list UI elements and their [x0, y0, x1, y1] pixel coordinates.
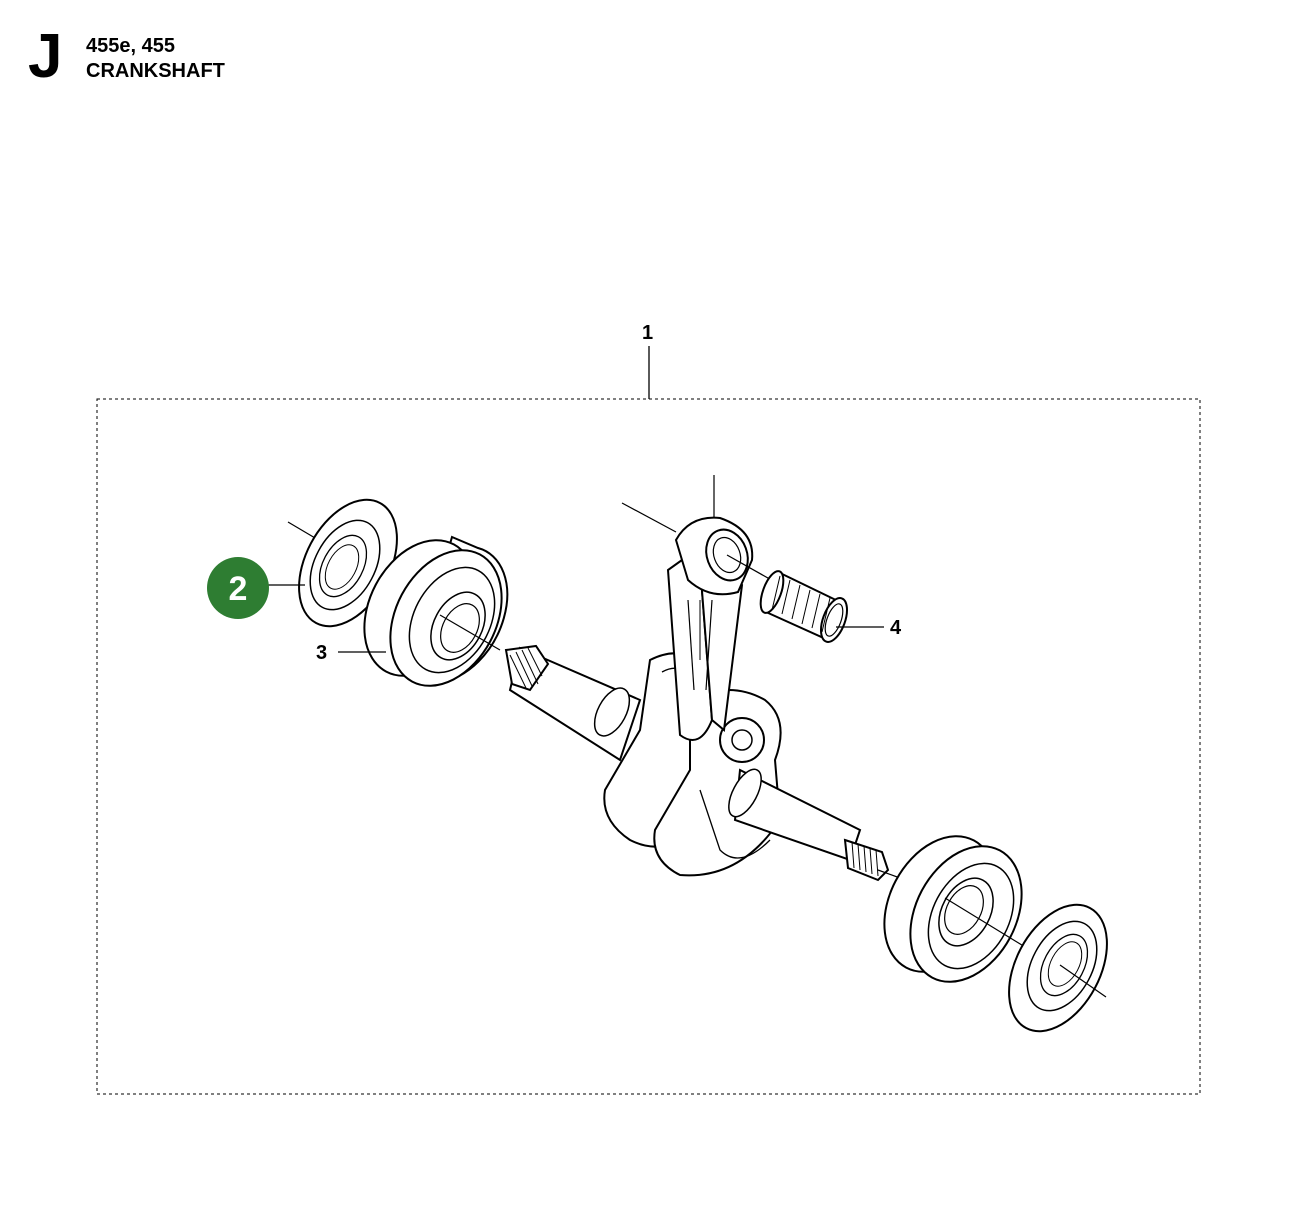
kit-boundary [96, 398, 1201, 1095]
oil-seal-right[interactable] [989, 888, 1127, 1048]
section-letter: J [28, 22, 63, 91]
needle-bearing[interactable] [756, 568, 852, 645]
callout-4[interactable]: 4 [890, 617, 902, 639]
page-title: CRANKSHAFT [86, 60, 225, 82]
callout-2-badge[interactable] [207, 557, 269, 619]
callout-3[interactable]: 3 [316, 642, 327, 664]
model-label: 455e, 455 [86, 35, 175, 57]
crankshaft[interactable] [504, 475, 901, 882]
ball-bearing-right[interactable] [862, 817, 1044, 1001]
callout-2[interactable]: 2 [229, 570, 248, 608]
ball-bearing-left[interactable] [342, 521, 524, 705]
callout-1[interactable]: 1 [642, 322, 653, 344]
